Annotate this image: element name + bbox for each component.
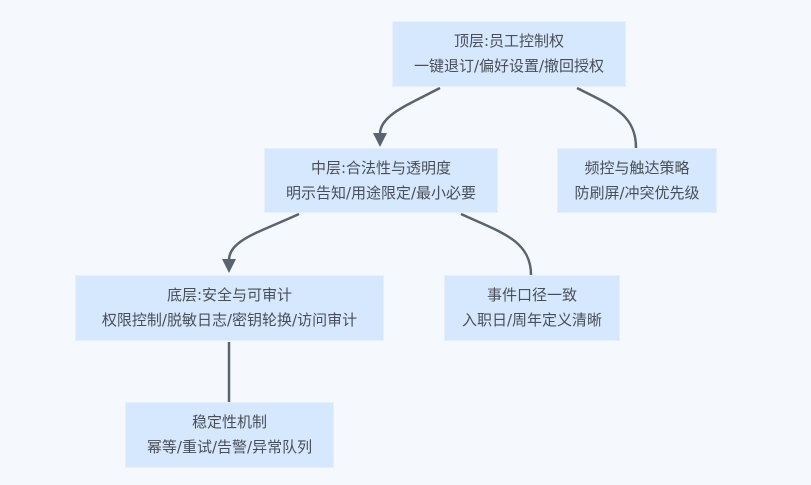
node-title: 事件口径一致: [486, 286, 577, 304]
node-subtitle: 明示告知/用途限定/最小必要: [285, 183, 477, 202]
arrowhead-top-to-mid: [373, 133, 387, 147]
node-subtitle: 权限控制/脱敏日志/密钥轮换/访问审计: [101, 311, 358, 329]
node-bottom-security-audit: 底层:安全与可审计 权限控制/脱敏日志/密钥轮换/访问审计: [75, 275, 384, 341]
node-stability-mechanism: 稳定性机制 幂等/重试/告警/异常队列: [125, 402, 334, 468]
edge-mid-to-bottom: [227, 212, 300, 261]
node-title: 频控与触达策略: [584, 158, 690, 177]
node-event-consistency: 事件口径一致 入职日/周年定义清晰: [444, 275, 620, 341]
node-top-employee-control: 顶层:员工控制权 一键退订/偏好设置/撤回授权: [392, 21, 626, 87]
edge-mid-to-event: [460, 212, 533, 276]
node-frequency-control: 频控与触达策略 防刷屏/冲突优先级: [557, 148, 717, 213]
node-subtitle: 入职日/周年定义清晰: [461, 311, 603, 329]
edge-top-to-freq: [576, 86, 638, 149]
node-subtitle: 幂等/重试/告警/异常队列: [146, 438, 313, 456]
arrowhead-mid-to-bottom: [222, 259, 236, 273]
node-subtitle: 防刷屏/冲突优先级: [574, 183, 700, 202]
node-subtitle: 一键退订/偏好设置/撤回授权: [413, 57, 605, 75]
node-title: 中层:合法性与透明度: [310, 158, 452, 177]
node-title: 稳定性机制: [191, 413, 267, 431]
node-title: 顶层:员工控制权: [453, 32, 565, 50]
edge-top-to-mid: [378, 86, 441, 135]
node-mid-legality-transparency: 中层:合法性与透明度 明示告知/用途限定/最小必要: [264, 148, 498, 213]
node-title: 底层:安全与可审计: [166, 286, 293, 304]
